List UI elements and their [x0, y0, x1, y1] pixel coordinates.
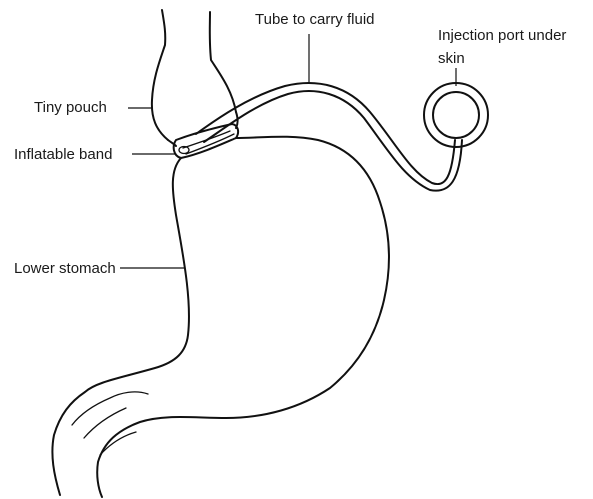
injection-port	[424, 83, 488, 147]
port-label-line2: skin	[438, 50, 465, 67]
band-label: Inflatable band	[14, 146, 112, 163]
lower-stomach	[52, 137, 389, 497]
tube-label: Tube to carry fluid	[255, 11, 375, 28]
pouch-label: Tiny pouch	[34, 99, 107, 116]
port-label-line1: Injection port under	[438, 27, 566, 44]
esophagus	[152, 10, 236, 140]
stomach-label: Lower stomach	[14, 260, 116, 277]
